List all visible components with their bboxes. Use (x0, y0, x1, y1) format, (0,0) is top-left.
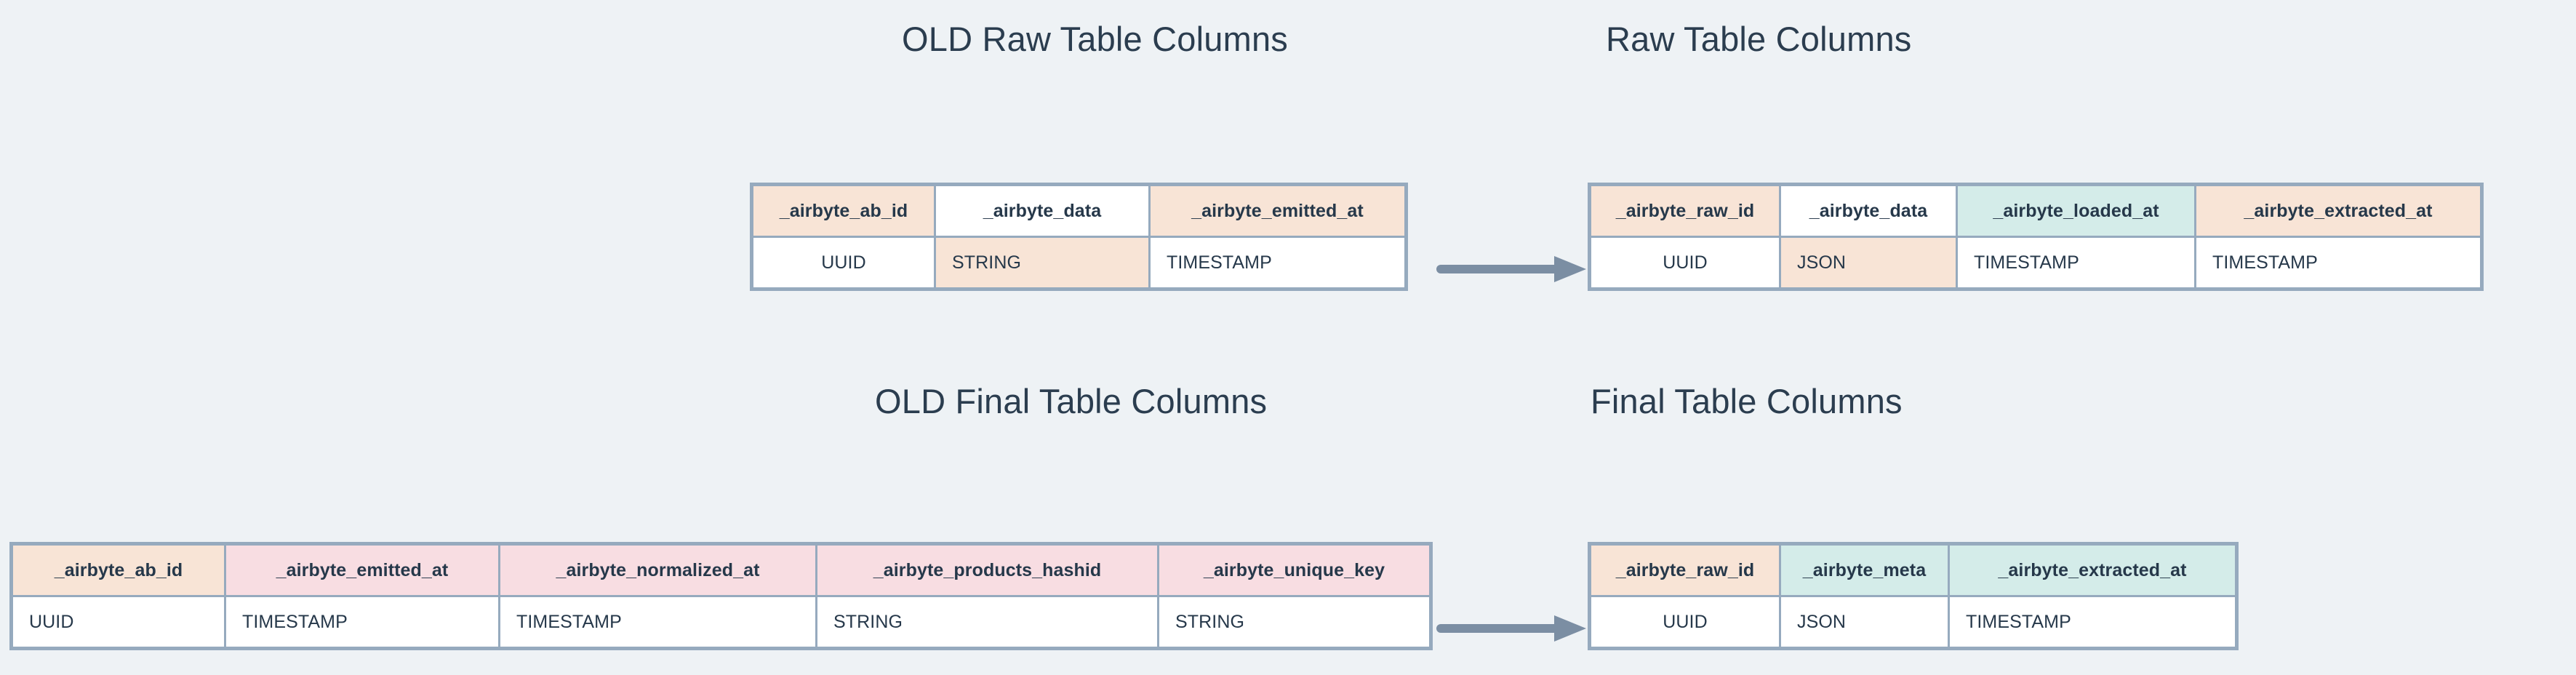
column-header-cell: _airbyte_meta (1779, 543, 1950, 597)
arrow-right-icon (1436, 607, 1589, 650)
section-title-old-raw: OLD Raw Table Columns (902, 20, 1288, 58)
column-header-cell: _airbyte_unique_key (1157, 543, 1432, 597)
column-header-cell: _airbyte_emitted_at (1148, 183, 1407, 238)
column-header-cell: _airbyte_raw_id (1588, 183, 1781, 238)
column-header-cell: _airbyte_data (934, 183, 1151, 238)
column-type-cell: STRING (815, 595, 1159, 650)
column-header-cell: _airbyte_extracted_at (2194, 183, 2483, 238)
column-type-cell: TIMESTAMP (224, 595, 500, 650)
table-new-final-columns: _airbyte_raw_id _airbyte_meta _airbyte_e… (1588, 542, 2239, 650)
table-row: UUID TIMESTAMP TIMESTAMP STRING STRING (10, 595, 1432, 650)
column-type-cell: TIMESTAMP (2194, 236, 2483, 290)
column-header-cell: _airbyte_raw_id (1588, 543, 1781, 597)
column-type-cell: JSON (1779, 236, 1958, 290)
column-header-cell: _airbyte_ab_id (10, 543, 226, 597)
table-header-row: _airbyte_raw_id _airbyte_meta _airbyte_e… (1588, 543, 2238, 597)
section-title-old-final: OLD Final Table Columns (875, 382, 1268, 420)
table-header-row: _airbyte_ab_id _airbyte_data _airbyte_em… (751, 183, 1407, 238)
table-header-row: _airbyte_ab_id _airbyte_emitted_at _airb… (10, 543, 1432, 597)
column-header-cell: _airbyte_normalized_at (498, 543, 817, 597)
column-type-cell: TIMESTAMP (1148, 236, 1407, 290)
table-old-raw-columns: _airbyte_ab_id _airbyte_data _airbyte_em… (750, 183, 1408, 291)
table-new-raw-columns: _airbyte_raw_id _airbyte_data _airbyte_l… (1588, 183, 2484, 291)
arrow-right-icon (1436, 247, 1589, 291)
table-row: UUID STRING TIMESTAMP (751, 236, 1407, 290)
column-type-cell: UUID (1588, 236, 1781, 290)
column-header-cell: _airbyte_data (1779, 183, 1958, 238)
section-title-new-final: Final Table Columns (1591, 382, 1903, 420)
table-header-row: _airbyte_raw_id _airbyte_data _airbyte_l… (1588, 183, 2483, 238)
column-type-cell: UUID (1588, 595, 1781, 650)
column-header-cell: _airbyte_extracted_at (1948, 543, 2238, 597)
column-type-cell: TIMESTAMP (1948, 595, 2238, 650)
column-header-cell: _airbyte_ab_id (751, 183, 936, 238)
column-type-cell: UUID (751, 236, 936, 290)
column-header-cell: _airbyte_emitted_at (224, 543, 500, 597)
column-header-cell: _airbyte_products_hashid (815, 543, 1159, 597)
table-row: UUID JSON TIMESTAMP TIMESTAMP (1588, 236, 2483, 290)
table-row: UUID JSON TIMESTAMP (1588, 595, 2238, 650)
section-title-new-raw: Raw Table Columns (1606, 20, 1912, 58)
column-header-cell: _airbyte_loaded_at (1956, 183, 2196, 238)
column-type-cell: STRING (934, 236, 1151, 290)
column-type-cell: JSON (1779, 595, 1950, 650)
table-old-final-columns: _airbyte_ab_id _airbyte_emitted_at _airb… (9, 542, 1433, 650)
column-type-cell: UUID (10, 595, 226, 650)
column-type-cell: STRING (1157, 595, 1432, 650)
column-type-cell: TIMESTAMP (498, 595, 817, 650)
column-type-cell: TIMESTAMP (1956, 236, 2196, 290)
